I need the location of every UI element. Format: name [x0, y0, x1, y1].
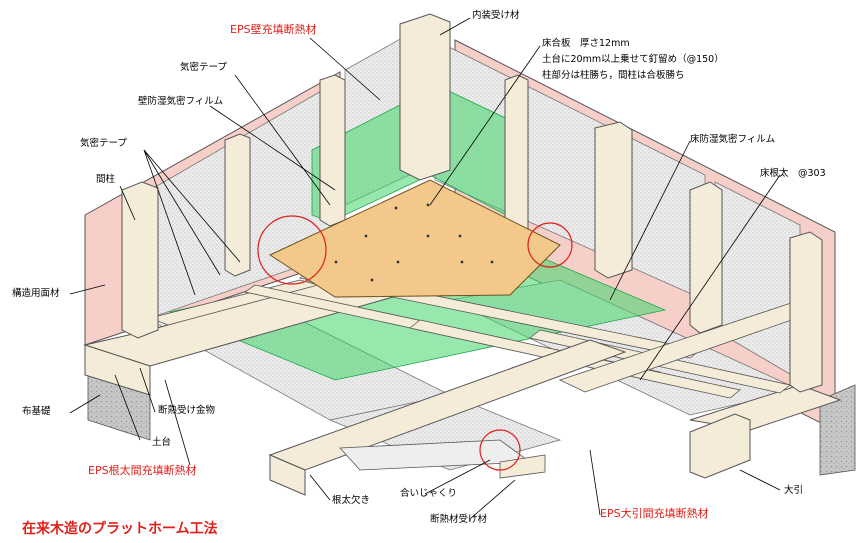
label-dannetsu-ukezai: 断熱材受け材: [430, 514, 488, 525]
leader-lines: [69, 17, 781, 520]
label-floor-film: 床防湿気密フィルム: [690, 134, 776, 145]
plywood-nails: [334, 203, 494, 282]
girder-right-end: [689, 413, 751, 479]
label-yukaita-2: 土台に20mm以上乗せて釘留め（@150）: [542, 54, 724, 65]
label-mabashira: 間柱: [96, 174, 116, 185]
diagram-title: 在来木造のプラットホーム工法: [22, 521, 218, 537]
label-naiso: 内装受け材: [472, 10, 520, 21]
label-eps-nedai: EPS根太間充填断熱材: [88, 464, 197, 477]
subfloor-plywood: [268, 179, 561, 298]
label-dannetsu-kanamono: 断熱受け金物: [158, 405, 216, 416]
detail-circles: [257, 215, 573, 471]
label-eps-ohiki: EPS大引間充填断熱材: [600, 507, 709, 520]
label-aijakuri: 合いじゃくり: [400, 488, 458, 499]
label-yukanedai: 床根太 @303: [760, 168, 826, 179]
label-kozo-menzai: 構造用面材: [12, 288, 60, 299]
label-dodai: 土台: [152, 437, 172, 448]
label-yukaita-3: 柱部分は柱勝ち，間柱は合板勝ち: [542, 70, 685, 81]
label-wall-film: 壁防湿気密フィルム: [138, 96, 224, 107]
main-girder-front: [269, 454, 306, 496]
label-kimitsu-tape-1: 気密テープ: [180, 62, 227, 73]
label-yukaita-1: 床合板 厚さ12mm: [542, 38, 630, 49]
label-nedai-kaki: 根太欠き: [332, 495, 371, 506]
label-kimitsu-tape-2: 気密テープ: [80, 138, 127, 149]
posts: [121, 13, 823, 393]
label-eps-wall: EPS壁充填断熱材: [230, 23, 317, 36]
label-nunokiso: 布基礎: [22, 406, 51, 417]
label-ohiki: 大引: [784, 485, 804, 496]
sill-left-front: [84, 344, 151, 396]
insulation-support-block: [499, 454, 546, 479]
foundation-right: [819, 384, 856, 476]
